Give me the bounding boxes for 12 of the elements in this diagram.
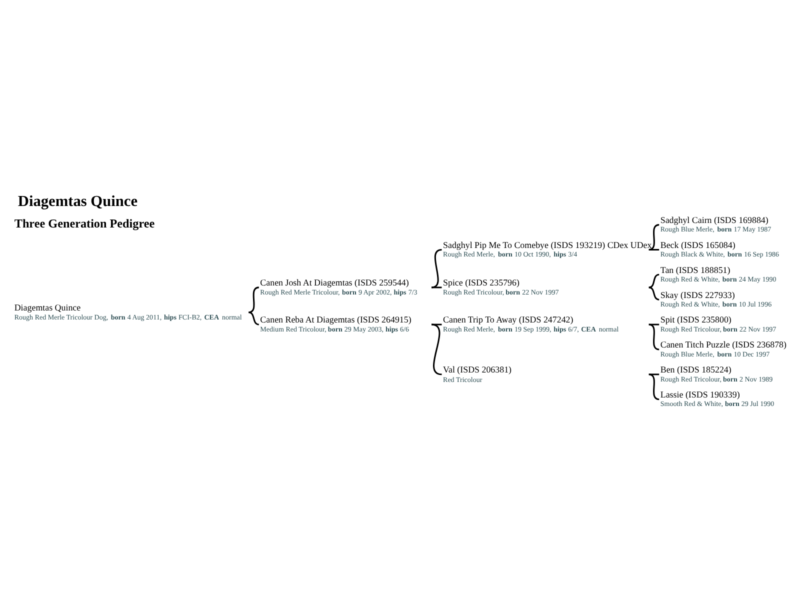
diagram-title: Diagemtas Quince bbox=[17, 192, 138, 210]
connector bbox=[648, 224, 659, 250]
connector bbox=[431, 286, 442, 288]
connector bbox=[248, 311, 259, 325]
connector bbox=[648, 248, 659, 250]
connector bbox=[248, 286, 259, 313]
connector bbox=[648, 373, 659, 400]
connector bbox=[648, 286, 659, 300]
connector bbox=[648, 273, 659, 288]
connector bbox=[648, 373, 659, 375]
connector bbox=[648, 323, 659, 350]
label: Three Generation Pedigree bbox=[14, 216, 154, 230]
